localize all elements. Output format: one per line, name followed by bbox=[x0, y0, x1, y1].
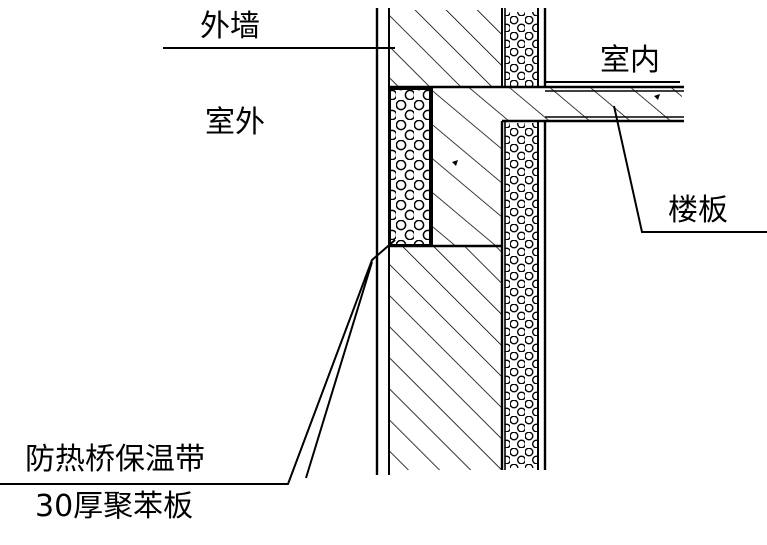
floor-slab-hatch bbox=[432, 88, 682, 247]
insulation-band-label: 防热桥保温带 bbox=[25, 442, 205, 477]
floor-slab-label: 楼板 bbox=[668, 193, 728, 228]
outdoor-label: 室外 bbox=[205, 105, 265, 140]
upper-polystyrene-beads bbox=[505, 12, 538, 86]
exterior-wall-label: 外墙 bbox=[200, 9, 260, 44]
outline-lines bbox=[375, 8, 684, 475]
lower-wall-hatch bbox=[389, 247, 502, 470]
indoor-label: 室内 bbox=[600, 43, 660, 78]
upper-wall-hatch bbox=[389, 10, 502, 87]
polystyrene-board-label: 30厚聚苯板 bbox=[35, 489, 194, 524]
concrete-aggregate-mark bbox=[452, 160, 458, 166]
insulation-band-beads bbox=[390, 89, 430, 245]
lower-polystyrene-beads bbox=[505, 123, 538, 468]
leader-lines bbox=[0, 47, 767, 485]
concrete-aggregate-mark bbox=[654, 94, 660, 100]
